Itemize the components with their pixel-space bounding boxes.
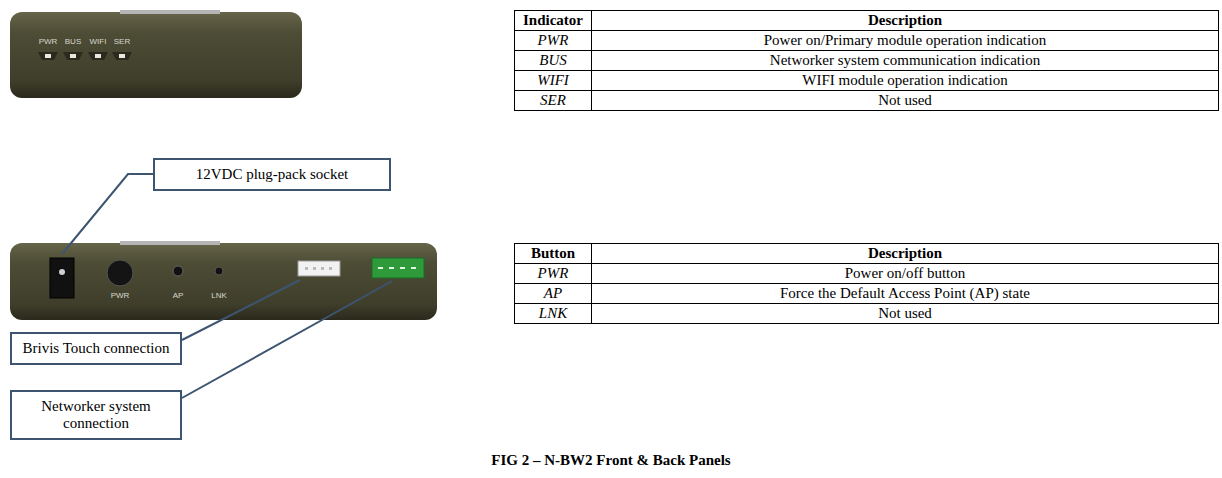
table-cell: Not used (591, 90, 1219, 111)
callout-text: Brivis Touch connection (23, 340, 170, 357)
table-cell: LNK (514, 303, 592, 324)
callout-box: Networker system connection (10, 390, 182, 440)
touch-connector (298, 261, 340, 276)
table-cell: AP (514, 283, 592, 304)
callout-box: 12VDC plug-pack socket (153, 158, 391, 191)
socket-pin (59, 269, 65, 275)
table-cell: WIFI module operation indication (591, 70, 1219, 91)
table-cell: Not used (591, 303, 1219, 324)
table-cell: PWR (514, 30, 592, 51)
figure-caption: FIG 2 – N-BW2 Front & Back Panels (0, 452, 1222, 469)
panel-seam (120, 10, 220, 14)
led-bezel (88, 52, 108, 60)
table-header: Indicator (514, 10, 592, 31)
panel-label: LNK (189, 291, 249, 300)
table-header: Description (591, 243, 1219, 264)
table-cell: PWR (514, 263, 592, 284)
callout-box: Brivis Touch connection (10, 332, 182, 365)
panel-label: PWR (90, 291, 150, 300)
dc-socket (50, 258, 74, 298)
callout-text: Networker system connection (18, 398, 174, 432)
table-cell: BUS (514, 50, 592, 71)
table-cell: WIFI (514, 70, 592, 91)
front-panel (10, 12, 302, 98)
panel-label: SER (92, 37, 152, 46)
led (45, 54, 51, 58)
table-header: Description (591, 10, 1219, 31)
terminal-pins (378, 267, 416, 269)
led-bezel (38, 52, 58, 60)
table-cell: Power on/Primary module operation indica… (591, 30, 1219, 51)
power-button (107, 260, 133, 286)
led-group (38, 52, 132, 60)
led (70, 54, 76, 58)
leader-line (62, 174, 153, 254)
led-bezel (63, 52, 83, 60)
ap-button-hole (173, 266, 183, 276)
leader-line (182, 281, 392, 398)
callout-text: 12VDC plug-pack socket (196, 166, 348, 183)
networker-terminal (372, 258, 424, 278)
table-cell: Networker system communication indicatio… (591, 50, 1219, 71)
leader-line (182, 280, 300, 340)
connector-pins (305, 267, 332, 270)
led (119, 54, 125, 58)
back-panel (10, 243, 437, 320)
led (95, 54, 101, 58)
lnk-button-hole (215, 267, 223, 275)
table-cell: Power on/off button (591, 263, 1219, 284)
table-cell: Force the Default Access Point (AP) stat… (591, 283, 1219, 304)
panel-seam (120, 241, 220, 245)
panel-label: AP (148, 291, 208, 300)
table-cell: SER (514, 90, 592, 111)
table-header: Button (514, 243, 592, 264)
led-bezel (112, 52, 132, 60)
